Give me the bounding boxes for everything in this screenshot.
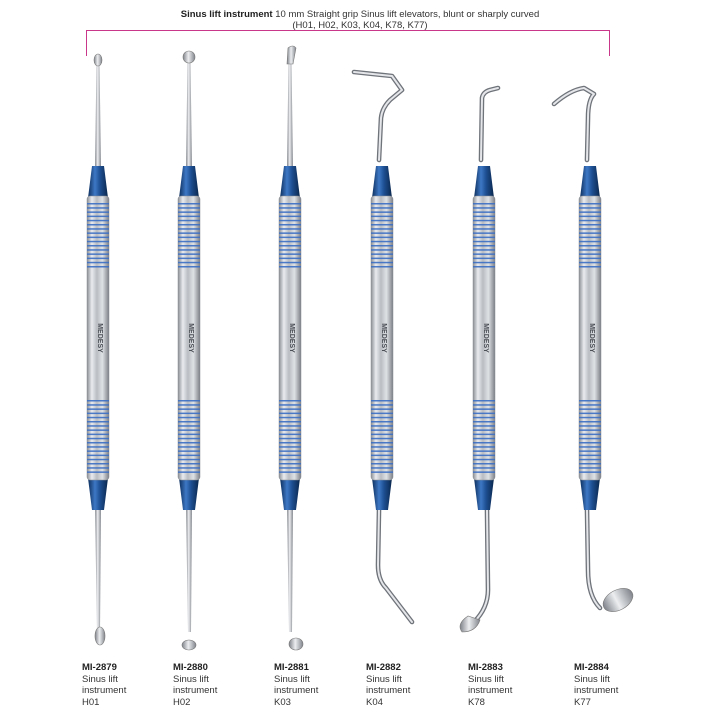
instrument-illustration: MEDESY <box>86 53 110 646</box>
product-model: H01 <box>82 696 100 708</box>
brand-engraving: MEDESY <box>288 323 295 353</box>
product-name-line2: instrument <box>468 685 513 696</box>
instrument-k04: MEDESY <box>322 0 442 720</box>
product-name-line1: Sinus lift <box>82 673 118 685</box>
product-name-line2: instrument <box>366 685 411 696</box>
product-model: H02 <box>173 696 191 708</box>
instrument-h02: MEDESY <box>129 0 249 720</box>
instrument-illustration: MEDESY <box>278 45 304 651</box>
product-name-line1: Sinus lift <box>574 673 610 685</box>
product-code: MI-2884 <box>574 662 609 673</box>
instrument-illustration: MEDESY <box>351 69 415 625</box>
product-name-line2: instrument <box>274 685 319 696</box>
product-code: MI-2882 <box>366 662 401 673</box>
instrument-label: MI-2880 Sinus lift instrument H02 <box>173 662 217 708</box>
product-model: K03 <box>274 696 291 708</box>
instrument-k77: MEDESY <box>530 0 650 720</box>
brand-engraving: MEDESY <box>588 323 595 353</box>
page-header: Sinus lift instrument 10 mm Straight gri… <box>0 9 720 31</box>
instrument-k03: MEDESY <box>230 0 350 720</box>
brand-engraving: MEDESY <box>380 323 387 353</box>
product-code: MI-2879 <box>82 662 117 673</box>
product-name-line2: instrument <box>82 685 127 696</box>
product-name-line2: instrument <box>173 685 218 696</box>
header-codes: (H01, H02, K03, K04, K78, K77) <box>292 20 428 31</box>
brand-engraving: MEDESY <box>482 323 489 353</box>
product-model: K78 <box>468 696 485 708</box>
instrument-label: MI-2881 Sinus lift instrument K03 <box>274 662 318 708</box>
instrument-illustration: MEDESY <box>177 50 201 651</box>
header-description: 10 mm Straight grip Sinus lift elevators… <box>275 9 540 20</box>
product-name-line1: Sinus lift <box>173 673 209 685</box>
instrument-h01: MEDESY <box>38 0 158 720</box>
group-bracket <box>86 30 610 56</box>
product-code: MI-2881 <box>274 662 309 673</box>
product-name-line1: Sinus lift <box>366 673 402 685</box>
header-title-line: Sinus lift instrument 10 mm Straight gri… <box>0 9 720 20</box>
product-code: MI-2883 <box>468 662 503 673</box>
instrument-illustration: MEDESY <box>459 85 501 633</box>
brand-engraving: MEDESY <box>96 323 103 353</box>
product-code: MI-2880 <box>173 662 208 673</box>
instrument-label: MI-2879 Sinus lift instrument H01 <box>82 662 126 708</box>
product-name-line1: Sinus lift <box>274 673 310 685</box>
product-name-line1: Sinus lift <box>468 673 504 685</box>
brand-engraving: MEDESY <box>187 323 194 353</box>
instrument-illustration: MEDESY <box>551 85 634 612</box>
instrument-k78: MEDESY <box>424 0 544 720</box>
header-title: Sinus lift instrument <box>180 9 273 20</box>
instrument-label: MI-2883 Sinus lift instrument K78 <box>468 662 512 708</box>
instrument-label: MI-2882 Sinus lift instrument K04 <box>366 662 410 708</box>
product-model: K04 <box>366 696 383 708</box>
product-name-line2: instrument <box>574 685 619 696</box>
product-model: K77 <box>574 696 591 708</box>
instrument-label: MI-2884 Sinus lift instrument K77 <box>574 662 618 708</box>
